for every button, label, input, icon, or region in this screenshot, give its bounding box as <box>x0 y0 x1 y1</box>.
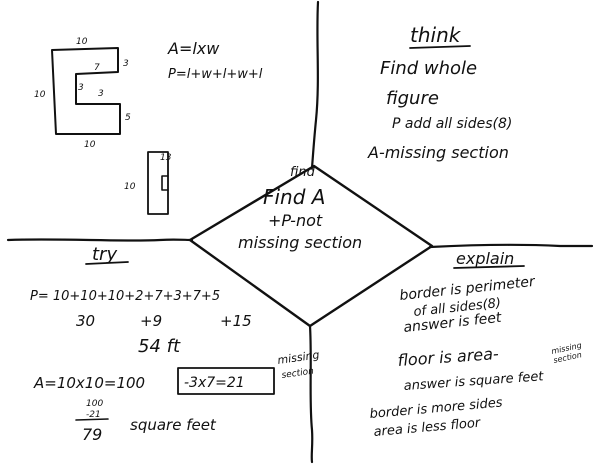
explain-line-6: border is more sides <box>369 395 503 422</box>
center-line-3: missing section <box>238 233 362 252</box>
area-equation: A=10x10=100 <box>33 374 145 392</box>
perimeter-formula: P=l+w+l+w+l <box>168 67 263 82</box>
center-line-2: +P-not <box>268 211 323 230</box>
think-line-3: P add all sides(8) <box>392 116 512 132</box>
right-top-label: 3 <box>123 59 129 69</box>
bottom-divider <box>310 326 312 462</box>
explain-line-5: answer is square feet <box>403 369 545 394</box>
inner-top-label: 7 <box>94 63 100 73</box>
area-result-unit: square feet <box>130 416 217 434</box>
missing-box-text: -3x7=21 <box>184 375 245 391</box>
inner-left-label: 3 <box>78 83 84 93</box>
think-heading: think <box>410 23 462 47</box>
left-divider <box>8 239 192 240</box>
missing-note-1: missing <box>277 348 321 367</box>
area-formula: A=lxw <box>167 39 220 58</box>
outer-bottom-label: 10 <box>84 140 96 150</box>
partial-sum-2: +9 <box>140 312 162 330</box>
center-find-label: find <box>290 165 316 180</box>
outer-top-label: 10 <box>76 37 88 47</box>
partial-sum-3: +15 <box>220 312 252 330</box>
right-divider <box>430 245 592 247</box>
think-line-1: Find whole <box>380 58 477 79</box>
outer-left-label: 10 <box>34 90 46 100</box>
inner-right-label: 3 <box>98 89 104 99</box>
explain-heading: explain <box>456 249 514 268</box>
center-line-1: Find A <box>263 185 325 209</box>
top-divider <box>312 2 318 168</box>
area-result: 79 <box>82 425 102 444</box>
small-left-label: 10 <box>124 182 136 192</box>
perimeter-equation: P= 10+10+10+2+7+3+7+5 <box>30 289 220 304</box>
small-top-label: 13 <box>160 153 172 163</box>
subtraction-line <box>76 419 108 420</box>
right-bottom-label: 5 <box>125 113 131 123</box>
think-line-2: figure <box>386 88 439 109</box>
c-shaped-figure <box>52 48 120 134</box>
partial-sum-1: 30 <box>76 312 95 330</box>
perimeter-total: 54 ft <box>138 336 181 357</box>
explain-line-4: floor is area- <box>397 344 500 370</box>
think-line-4: A-missing section <box>367 143 509 162</box>
subtraction-top: 100 <box>86 399 103 409</box>
